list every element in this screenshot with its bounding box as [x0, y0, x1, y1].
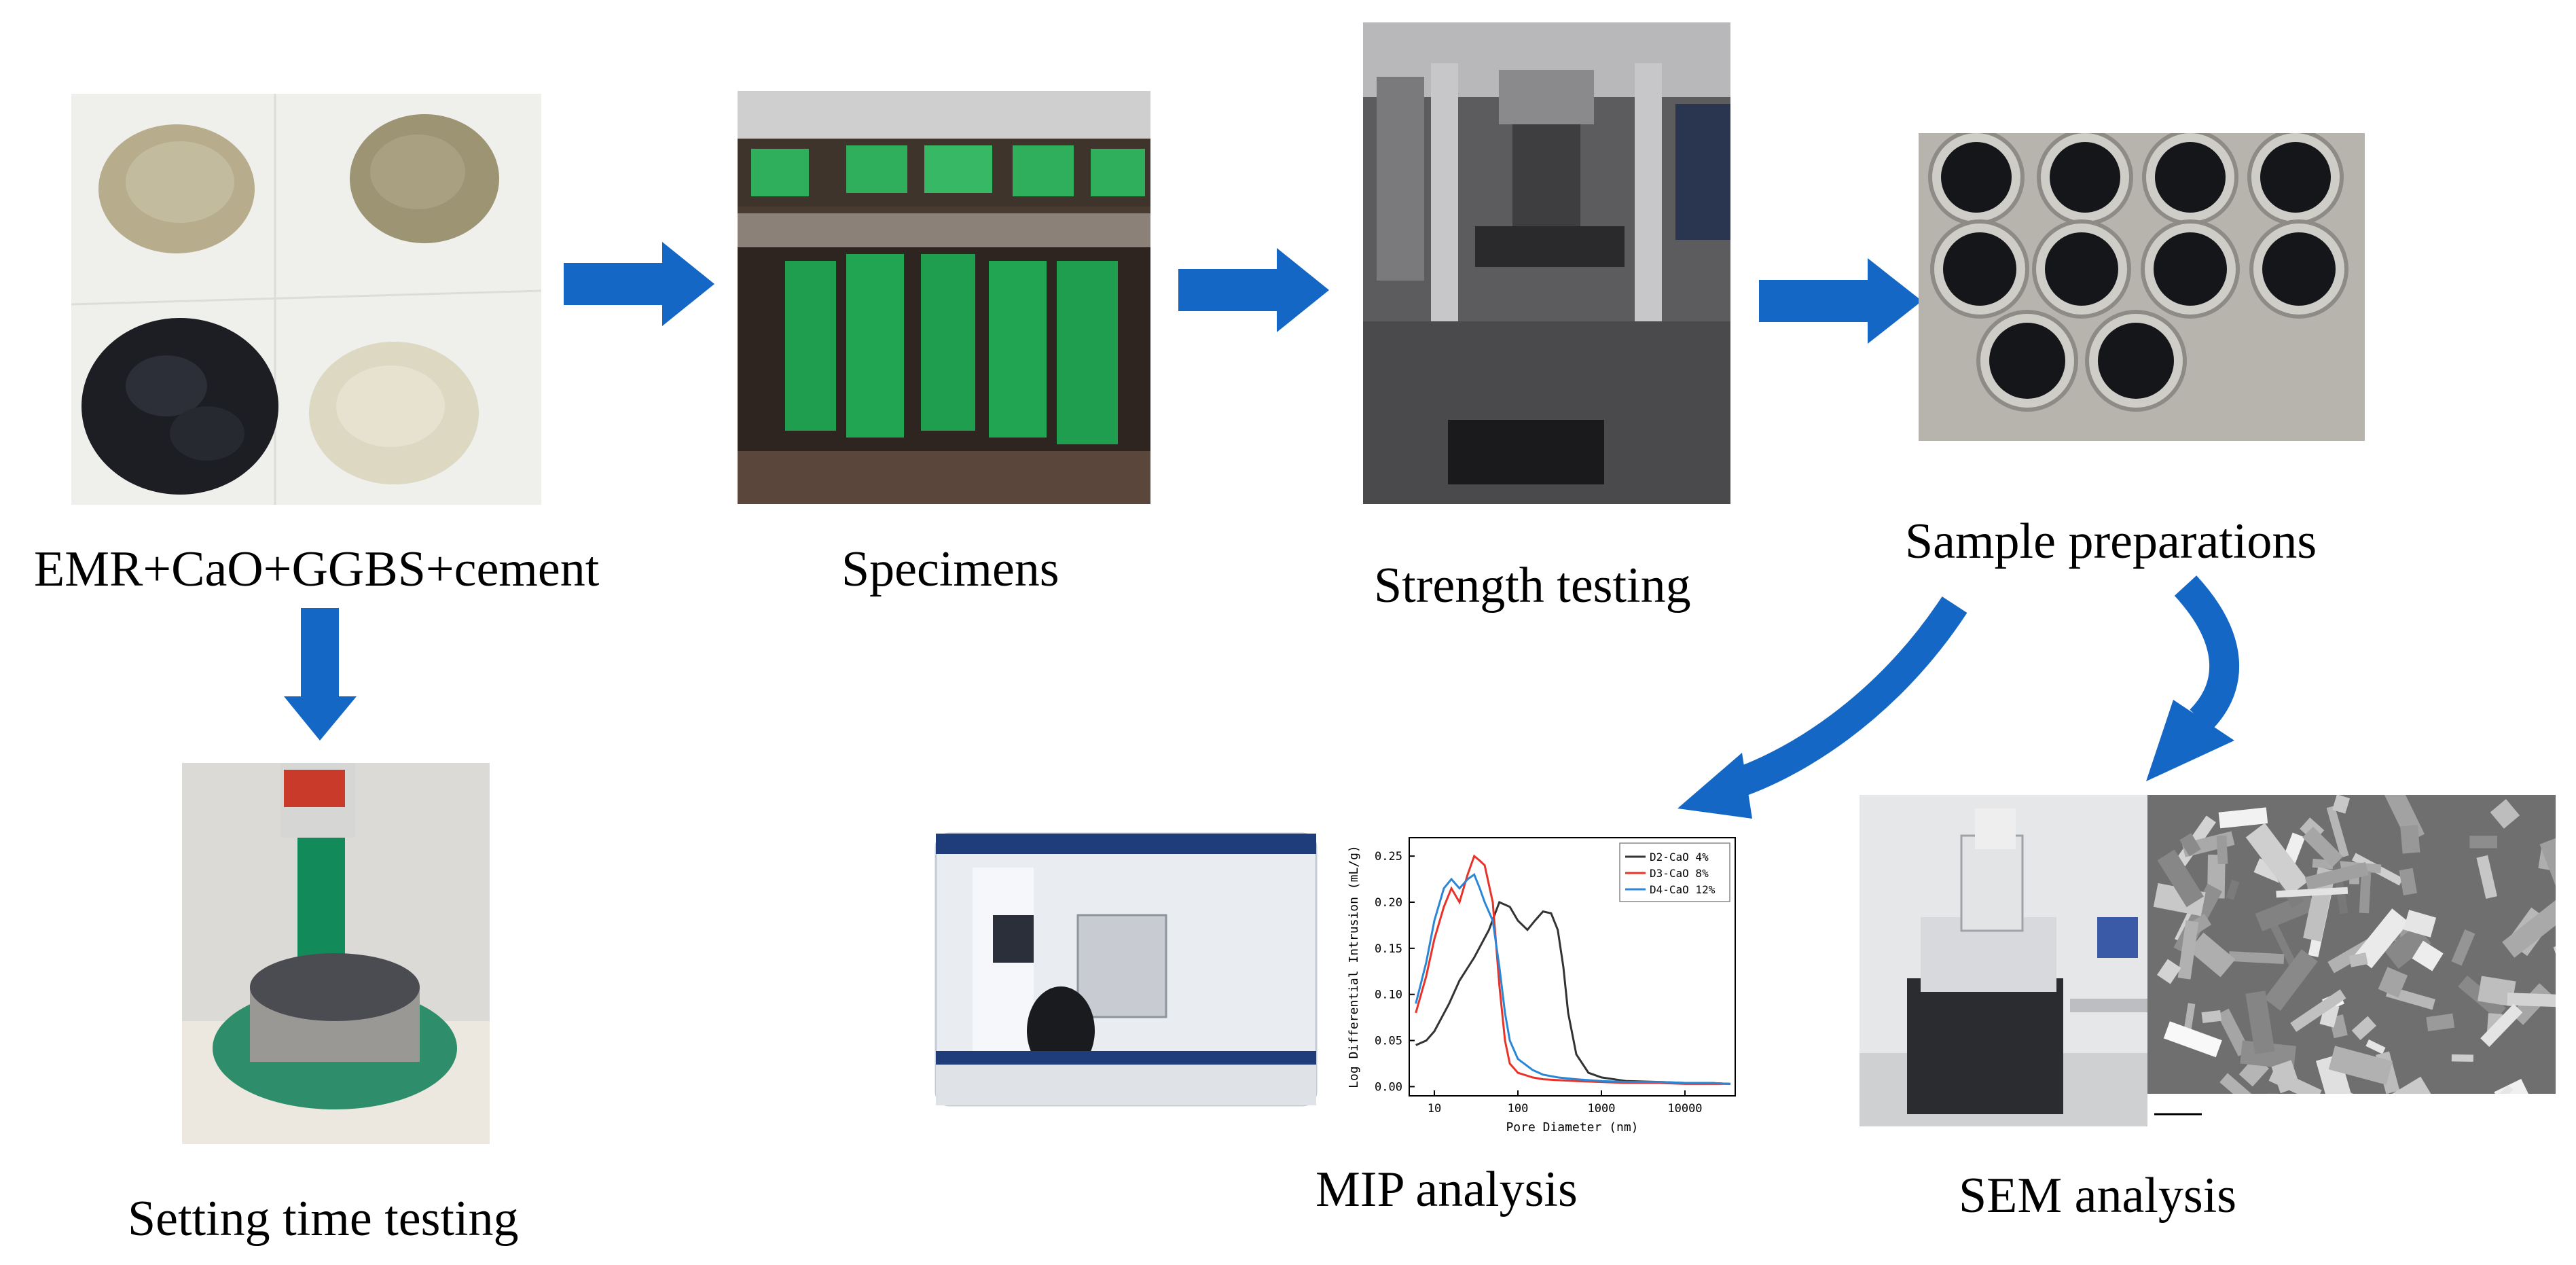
sem-crystal — [2490, 799, 2520, 829]
sem-crystal — [2303, 867, 2336, 942]
caption-strength-testing: Strength testing — [1374, 558, 1691, 613]
y-tick-label: 0.15 — [1375, 942, 1402, 956]
sem-crystal — [2399, 868, 2418, 896]
sem-crystal — [2326, 805, 2349, 858]
sem-crystal — [2451, 1054, 2473, 1062]
arrow-samples-to-sem — [2146, 575, 2240, 781]
sem-crystal — [2359, 870, 2372, 914]
sem-crystal — [2226, 879, 2240, 900]
materials-photo — [71, 94, 541, 505]
sem-crystal — [2400, 825, 2420, 854]
setting-time-photo — [182, 763, 490, 1144]
sem-crystal — [2426, 1013, 2455, 1032]
sem-crystal — [2384, 925, 2431, 969]
sem-instrument-photo — [1860, 795, 2147, 1126]
sem-crystal — [2177, 920, 2199, 980]
sem-crystal — [2378, 967, 2408, 998]
sem-crystal — [2201, 1010, 2222, 1024]
sem-crystal — [2276, 887, 2348, 898]
y-tick-label: 0.05 — [1375, 1035, 1402, 1048]
sem-crystal — [2245, 991, 2275, 1054]
sem-crystal — [2302, 826, 2343, 868]
sem-crystal — [2218, 807, 2268, 829]
y-tick-label: 0.20 — [1375, 896, 1402, 910]
sem-crystal — [2328, 1046, 2393, 1085]
arrow-materials-to-setting-time — [284, 608, 357, 741]
arrow-samples-to-mip — [1677, 596, 1967, 819]
sem-crystal — [2332, 795, 2351, 814]
sem-crystal — [2469, 836, 2498, 849]
sem-crystal — [2270, 923, 2297, 967]
x-tick-label: 10000 — [1667, 1102, 1702, 1116]
arrow-specimens-to-strength — [1178, 248, 1329, 332]
caption-materials: EMR+CaO+GGBS+cement — [34, 541, 600, 597]
sem-crystal — [2507, 993, 2556, 1008]
x-tick-label: 1000 — [1588, 1102, 1616, 1116]
strength-testing-photo — [1363, 22, 1730, 504]
sem-crystal — [2451, 929, 2475, 966]
plot-frame — [1409, 837, 1736, 1097]
sem-crystal — [2228, 951, 2285, 965]
sem-crystal — [2163, 1021, 2222, 1058]
sem-crystal — [2264, 949, 2318, 1011]
caption-specimens: Specimens — [841, 541, 1059, 597]
sem-crystal — [2480, 1003, 2523, 1047]
caption-mip-analysis: MIP analysis — [1316, 1162, 1578, 1217]
y-tick-label: 0.25 — [1375, 850, 1402, 863]
sem-micrograph — [2147, 795, 2556, 1140]
legend-label-3: D4-CaO 12% — [1650, 883, 1716, 896]
mip-instrument-photo — [932, 827, 1332, 1133]
sem-crystal — [2330, 853, 2348, 914]
sem-crystal — [2304, 862, 2369, 891]
sample-preparations-photo — [1919, 133, 2365, 441]
sem-crystal — [2412, 940, 2444, 972]
sem-crystal — [2157, 849, 2204, 908]
sem-crystal — [2355, 908, 2410, 969]
sem-crystal — [2476, 855, 2497, 899]
sem-crystal — [2188, 932, 2236, 978]
sem-crystal — [2156, 959, 2181, 984]
legend-label-1: D2-CaO 4% — [1650, 851, 1709, 863]
sem-crystal — [2348, 952, 2368, 967]
series-line-3 — [1415, 872, 1730, 1085]
sem-crystal — [2217, 1008, 2251, 1056]
series-line-1 — [1415, 900, 1730, 1085]
sem-crystal — [2502, 899, 2556, 958]
arrow-strength-to-samples — [1759, 258, 1922, 344]
y-tick-label: 0.10 — [1375, 988, 1402, 1002]
sem-crystal — [2351, 1016, 2377, 1041]
specimens-photo — [738, 91, 1150, 504]
sem-crystal — [2539, 836, 2556, 912]
sem-crystal — [2403, 910, 2437, 938]
x-axis-label: Pore Diameter (nm) — [1506, 1120, 1638, 1135]
sem-crystal — [2179, 833, 2201, 857]
sem-crystal — [2245, 823, 2309, 896]
x-tick-label: 10 — [1428, 1102, 1441, 1116]
caption-setting-time-testing: Setting time testing — [128, 1191, 519, 1247]
y-tick-label: 0.00 — [1375, 1080, 1402, 1094]
caption-sem-analysis: SEM analysis — [1959, 1168, 2237, 1224]
sem-crystal — [2365, 1039, 2386, 1054]
sem-crystal — [2216, 835, 2228, 865]
mip-chart-svg: 0.00 0.05 0.10 0.15 0.20 0.25 10 100 1000 10000Po… — [1347, 837, 1736, 1135]
sem-crystal — [2478, 976, 2516, 1007]
sem-crystal — [2290, 989, 2346, 1032]
legend-label-2: D3-CaO 8% — [1650, 867, 1709, 880]
arrow-materials-to-specimens — [564, 242, 714, 326]
x-tick-label: 100 — [1508, 1102, 1529, 1116]
y-axis-label: Log Differential Intrusion (mL/g) — [1347, 845, 1361, 1088]
caption-sample-preparations: Sample preparations — [1905, 514, 2317, 569]
